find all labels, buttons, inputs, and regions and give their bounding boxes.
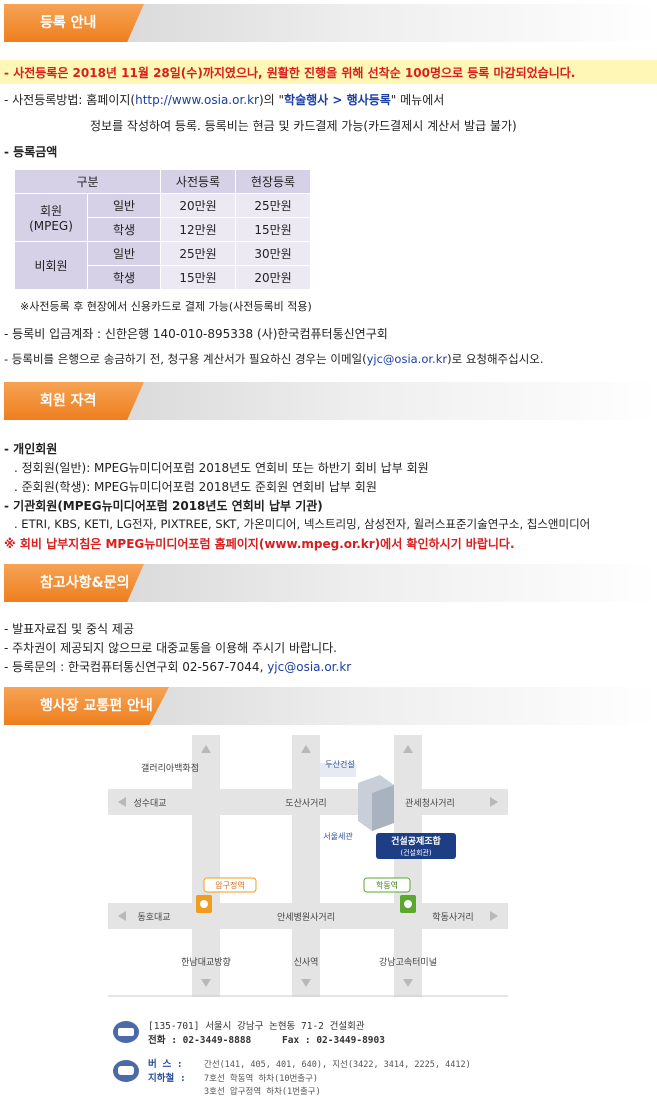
venue-map: 갤러리아백화점 성수대교 도산사거리 두산건설 관세청사거리 서울세관 건설공제…: [108, 735, 508, 997]
map-label-seongsu: 성수대교: [133, 798, 166, 809]
map-label-building-sub: (건설회관): [400, 848, 431, 857]
address-block: [135-701] 서울시 강남구 논현동 71-2 건설회관 전화 : 02-…: [113, 1021, 471, 1097]
subway-label: 지하철 :: [148, 1072, 186, 1084]
road-vertical-right: [394, 735, 422, 997]
map-label-dongho: 동호대교: [137, 912, 170, 923]
individual-associate: . 준회원(학생): MPEG뉴미디어포럼 2018년도 준회원 연회비 납부 …: [14, 480, 377, 494]
section-header-transport: 행사장 교통편 안내: [0, 683, 657, 727]
contact-email-link[interactable]: yjc@osia.or.kr: [267, 660, 352, 674]
membership-notice: ※ 회비 납부지침은 MPEG뉴미디어포럼 홈페이지(www.mpeg.or.k…: [4, 537, 515, 551]
section-header-contact: 참고사항&문의: [0, 560, 657, 604]
map-label-hakdong-cross: 학동사거리: [432, 912, 473, 923]
deadline-notice: - 사전등록은 2018년 11월 28일(수)까지였으나, 원활한 진행을 위…: [4, 66, 576, 80]
table-row: 학생 12만원 15만원: [15, 217, 311, 242]
map-label-hannam: 한남대교방향: [181, 956, 231, 968]
contact-item-inquiry: - 등록문의 : 한국컴퓨터통신연구회 02-567-7044, yjc@osi…: [4, 660, 352, 674]
section-title: 참고사항&문의: [4, 564, 144, 602]
table-row: 회원 (MPEG) 일반 20만원 25만원: [14, 193, 311, 242]
fee-nonmember-label: 비회원: [14, 241, 88, 290]
contact-item-materials: - 발표자료집 및 중식 제공: [4, 622, 134, 636]
registration-method-line2: 정보를 작성하여 등록. 등록비는 현금 및 카드결제 가능(카드결제시 계산서…: [90, 119, 517, 133]
map-label-apgujeong: 압구정역: [215, 880, 244, 890]
road-horizontal-top: [108, 789, 508, 815]
address-line: [135-701] 서울시 강남구 논현동 71-2 건설회관: [148, 1021, 365, 1032]
subway-line-7: 7호선 학동역 하차(10번출구): [204, 1073, 318, 1084]
fee-member-label: 회원 (MPEG): [14, 193, 88, 242]
map-label-gangnam-terminal: 강남고속터미널: [379, 957, 437, 968]
homepage-link[interactable]: http://www.osia.or.kr: [135, 93, 259, 107]
menu-link[interactable]: 학술행사 > 행사등록: [284, 93, 391, 107]
venue-building-icon: [358, 775, 456, 859]
account-info: - 등록비 입금계좌 : 신한은행 140-010-895338 (사)한국컴퓨…: [4, 327, 388, 341]
map-label-dosan: 도산사거리: [285, 798, 326, 809]
individual-regular: . 정회원(일반): MPEG뉴미디어포럼 2018년도 연회비 또는 하반기 …: [14, 461, 429, 475]
tel-number: 전화 : 02-3449-8888: [148, 1034, 252, 1046]
map-label-doosan: 두산건설: [325, 759, 354, 769]
map-label-anse: 안세병원사거리: [277, 912, 335, 923]
fee-header-onsite: 현장등록: [235, 169, 311, 194]
section-header-registration: 등록 안내: [0, 0, 657, 44]
fee-table: 구분 사전등록 현장등록 회원 (MPEG) 일반 20만원 25만원 학생 1…: [14, 169, 311, 290]
map-label-galleria: 갤러리아백화점: [141, 762, 199, 774]
subway-line-3: 3호선 압구정역 하차(1번출구): [204, 1086, 321, 1097]
invoice-info: - 등록비를 은행으로 송금하기 전, 청구용 계산서가 필요하신 경우는 이메…: [4, 352, 544, 366]
contact-item-parking: - 주차권이 제공되지 않으므로 대중교통을 이용해 주시기 바랍니다.: [4, 641, 337, 655]
individual-title: - 개인회원: [4, 442, 58, 456]
map-label-gwanse: 관세청사거리: [405, 798, 455, 809]
road-vertical-left: [192, 735, 220, 997]
org-title: - 기관회원(MPEG뉴미디어포럼 2018년도 연회비 납부 기관): [4, 499, 323, 513]
org-list: . ETRI, KBS, KETI, LG전자, PIXTREE, SKT, 가…: [14, 517, 591, 531]
bus-routes: 간선(141, 405, 401, 640), 지선(3422, 3414, 2…: [204, 1059, 471, 1070]
map-label-seoul-sewan: 서울세관: [323, 831, 353, 841]
fax-number: Fax : 02-3449-8903: [282, 1035, 385, 1046]
deadline-highlight: [0, 60, 657, 84]
invoice-email-link[interactable]: yjc@osia.or.kr: [366, 352, 448, 366]
map-label-building: 건설공제조합: [391, 835, 441, 847]
map-label-hakdong-station: 학동역: [376, 880, 398, 890]
fee-note: ※사전등록 후 현장에서 신용카드로 결제 가능(사전등록비 적용): [20, 300, 312, 313]
table-row: 학생 15만원 20만원: [15, 265, 311, 290]
fee-header-pre: 사전등록: [160, 169, 236, 194]
section-title: 행사장 교통편 안내: [4, 687, 169, 725]
fee-title: - 등록금액: [4, 145, 58, 159]
section-header-membership: 회원 자격: [0, 378, 657, 422]
apgujeong-station-icon: [196, 895, 212, 913]
fee-header-category: 구분: [14, 169, 161, 194]
section-title: 등록 안내: [4, 4, 144, 42]
hakdong-station-icon: [400, 895, 416, 913]
road-vertical-mid: [292, 735, 320, 997]
bus-icon: [113, 1060, 139, 1082]
bus-label: 버 스 :: [148, 1058, 183, 1070]
road-horizontal-bottom: [108, 903, 508, 929]
phone-icon: [113, 1021, 139, 1043]
map-label-sinsa: 신사역: [294, 957, 319, 968]
section-title: 회원 자격: [4, 382, 144, 420]
registration-method: - 사전등록방법: 홈페이지(http://www.osia.or.kr)의 "…: [4, 93, 445, 107]
table-row: 비회원 일반 25만원 30만원: [14, 241, 311, 290]
